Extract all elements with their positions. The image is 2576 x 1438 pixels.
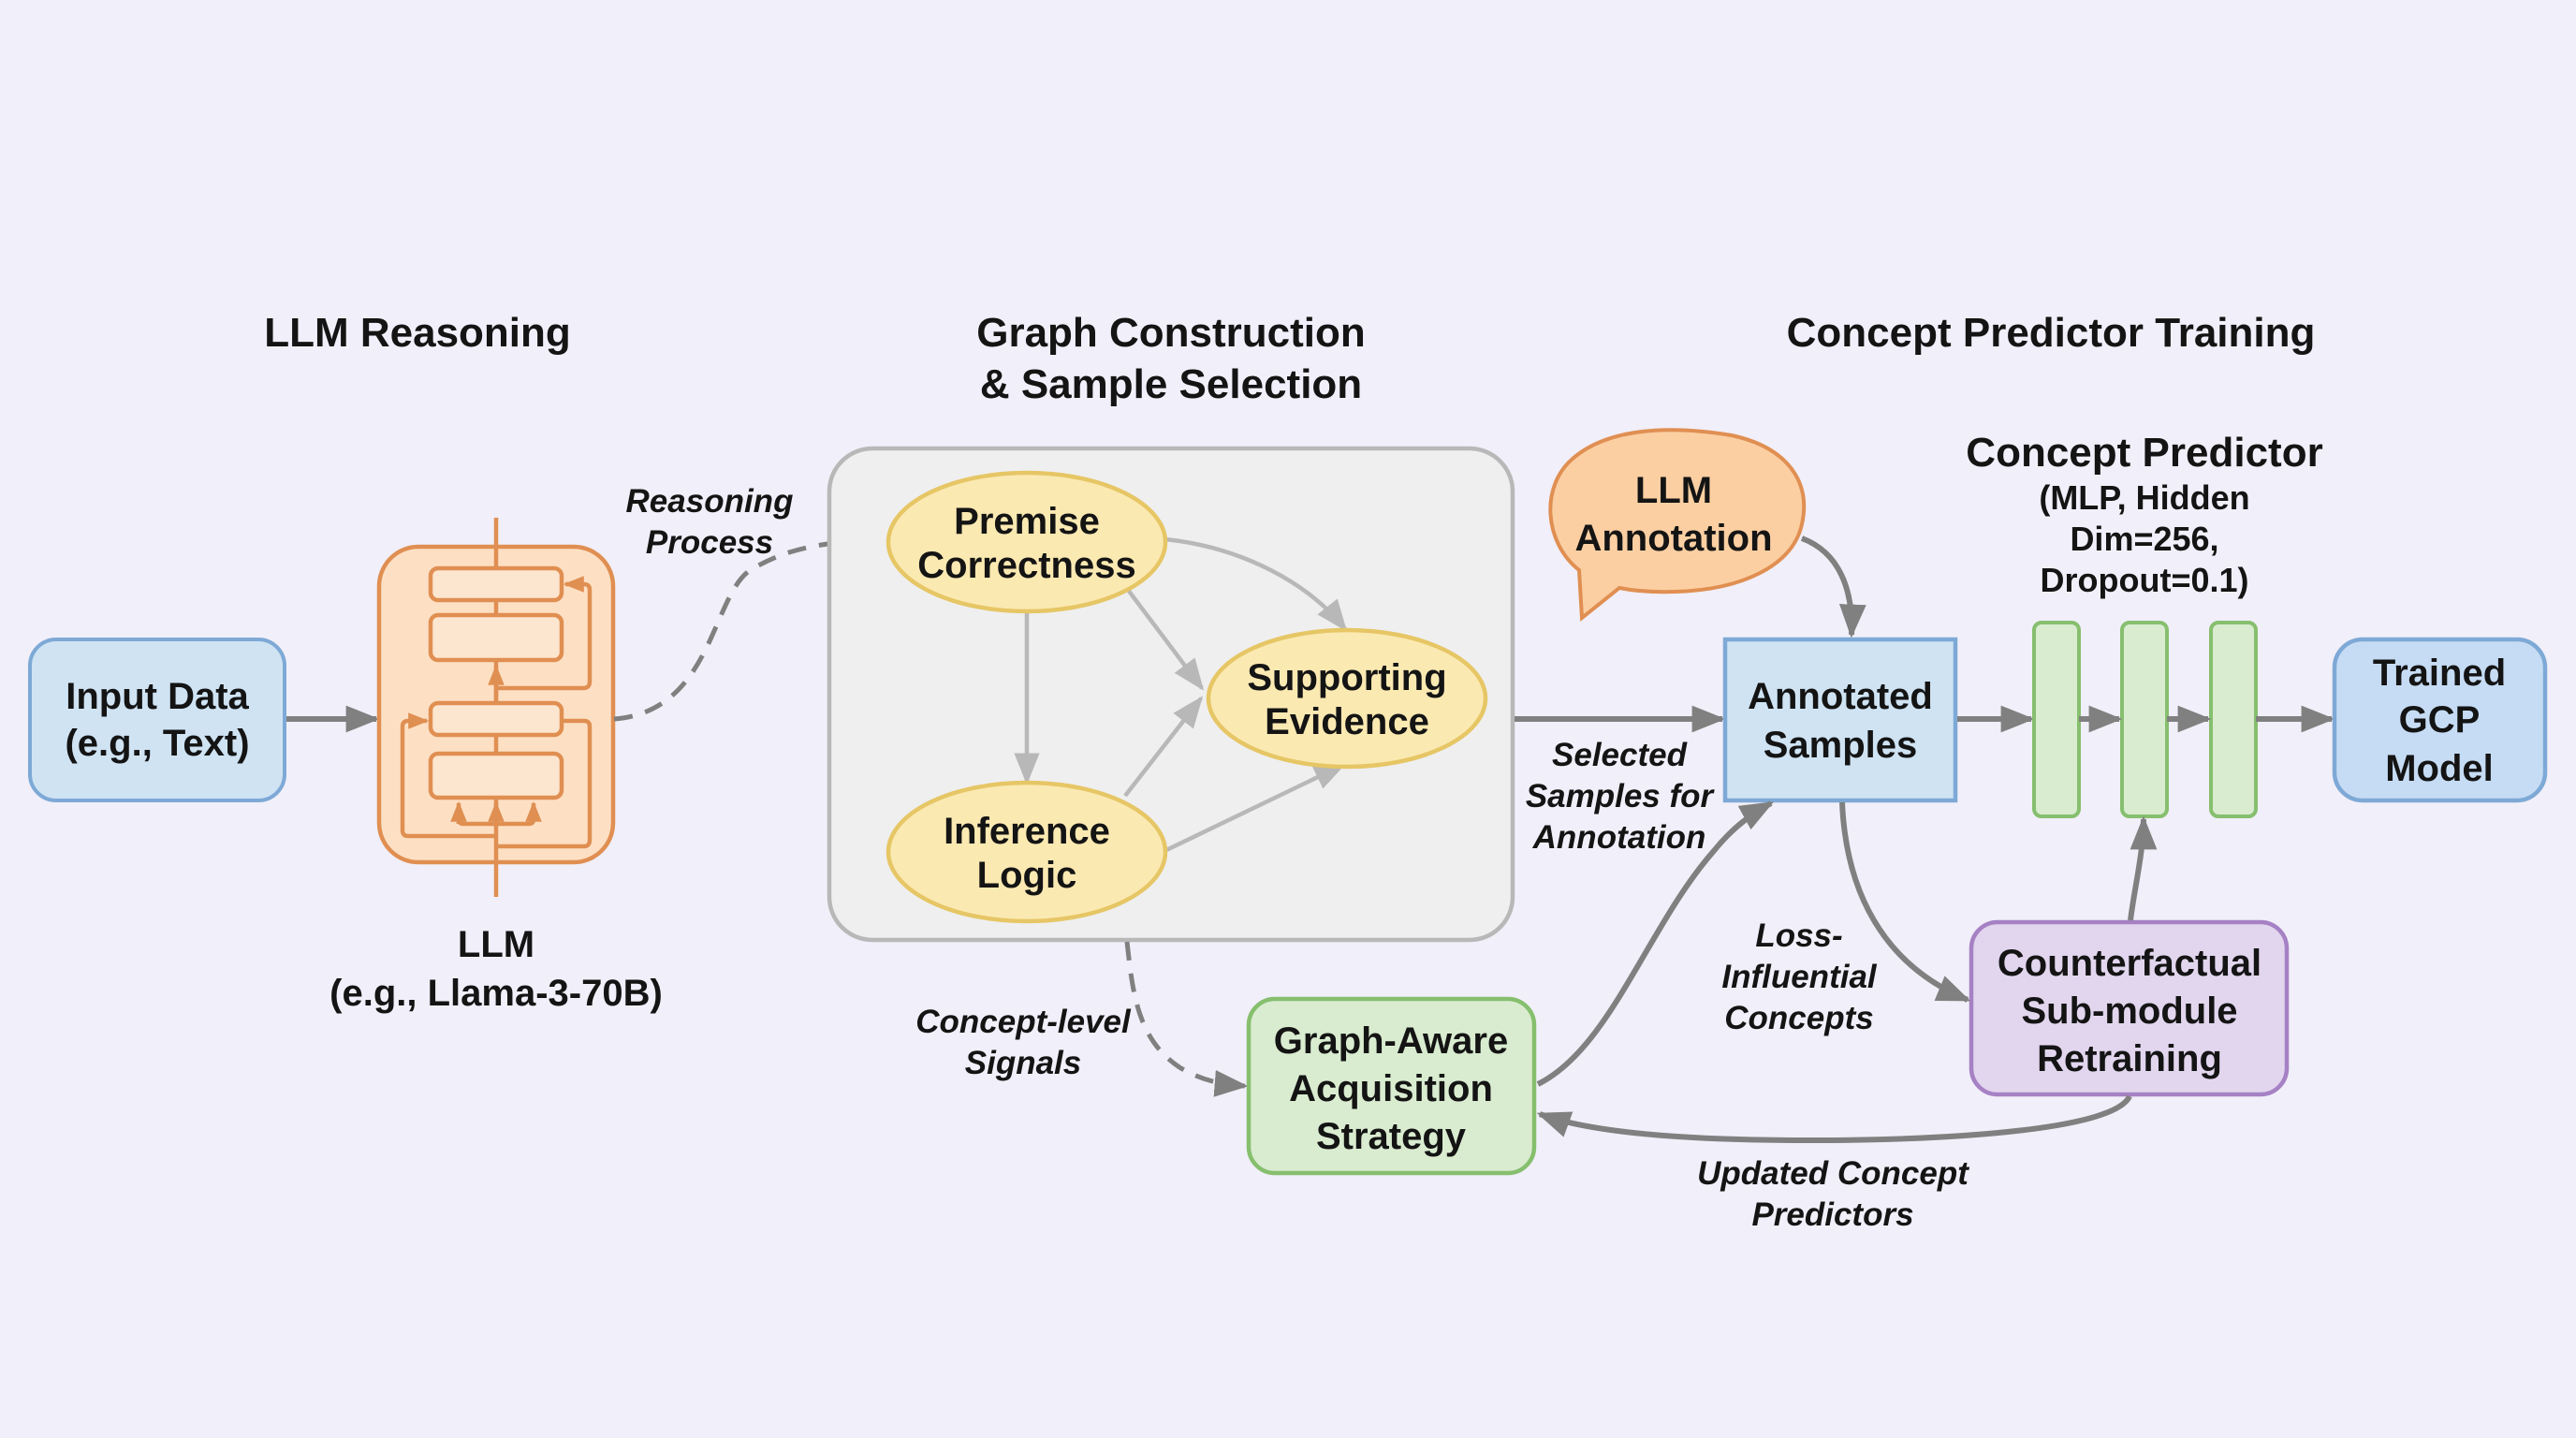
- edge-label-updated-predictors-line1: Updated Concept: [1697, 1155, 1969, 1192]
- graph-aware-label-line1: Graph-Aware: [1274, 1020, 1508, 1062]
- concept-predictor-title: Concept Predictor: [1966, 430, 2322, 476]
- edge-label-selected-samples-line2: Samples for: [1526, 778, 1716, 814]
- edge-premise-to-supporting-direct: [1126, 588, 1205, 691]
- section-title-graph-construction-line1: Graph Construction: [976, 310, 1366, 356]
- edge-label-reasoning-process-line2: Process: [646, 524, 773, 561]
- arrow-loss-influential-concepts: [1839, 801, 1971, 1003]
- llm-transformer-icon[interactable]: [376, 518, 616, 897]
- concept-predictor-detail-line2: Dim=256,: [2070, 520, 2218, 558]
- arrow-reasoning-process: [613, 529, 865, 722]
- arrow-counterfactual-to-mlp: [2128, 815, 2158, 921]
- edge-label-loss-influential-line1: Loss-: [1755, 917, 1842, 954]
- edge-label-concept-signals-line2: Signals: [965, 1045, 1081, 1081]
- inference-label-line2: Logic: [977, 855, 1077, 896]
- trained-gcp-label-line3: Model: [2385, 748, 2494, 789]
- mlp-layer-1[interactable]: [2032, 621, 2081, 818]
- premise-label-line2: Correctness: [917, 545, 1135, 586]
- counterfactual-label-line3: Retraining: [2037, 1038, 2222, 1079]
- edge-inference-to-supporting: [1123, 696, 1204, 798]
- concept-predictor-detail-line3: Dropout=0.1): [2040, 561, 2248, 599]
- graph-aware-label-line2: Acquisition: [1289, 1068, 1493, 1109]
- premise-correctness-node[interactable]: Premise Correctness: [886, 470, 1168, 614]
- llm-label-line1: LLM: [458, 924, 534, 965]
- annotated-samples-label-line2: Samples: [1764, 725, 1918, 766]
- edge-label-selected-samples-line1: Selected: [1552, 737, 1688, 773]
- input-data-node[interactable]: Input Data (e.g., Text): [28, 638, 286, 802]
- arrow-annotation-to-samples: [1800, 536, 1866, 638]
- input-data-label-line2: (e.g., Text): [65, 723, 249, 764]
- edge-premise-to-supporting-arc: [1164, 536, 1348, 632]
- section-title-concept-predictor-training: Concept Predictor Training: [1787, 310, 2316, 356]
- section-title-graph-construction-line2: & Sample Selection: [980, 361, 1362, 407]
- concept-graph-edges: [1014, 536, 1348, 853]
- concept-predictor-detail-line1: (MLP, Hidden: [2039, 478, 2249, 517]
- counterfactual-label-line2: Sub-module: [2021, 990, 2237, 1032]
- annotated-samples-node[interactable]: Annotated Samples: [1722, 637, 1958, 803]
- edge-label-concept-signals-line1: Concept-level: [915, 1004, 1132, 1040]
- edge-inference-to-supporting-lower: [1165, 762, 1347, 853]
- inference-label-line1: Inference: [944, 811, 1110, 852]
- mlp-layers: [2032, 621, 2258, 818]
- edge-label-selected-samples-line3: Annotation: [1532, 819, 1706, 856]
- llm-label-line2: (e.g., Llama-3-70B): [329, 973, 663, 1014]
- graph-aware-label-line3: Strategy: [1316, 1116, 1467, 1157]
- section-title-llm-reasoning: LLM Reasoning: [264, 310, 571, 356]
- annotated-samples-label-line1: Annotated: [1748, 676, 1933, 717]
- mlp-layer-2[interactable]: [2120, 621, 2169, 818]
- graph-aware-acquisition-node[interactable]: Graph-Aware Acquisition Strategy: [1246, 996, 1537, 1176]
- arrow-graph-aware-to-samples: [1536, 800, 1775, 1087]
- counterfactual-retraining-node[interactable]: Counterfactual Sub-module Retraining: [1969, 919, 2290, 1097]
- premise-label-line1: Premise: [954, 501, 1100, 542]
- arrow-updated-predictors: [1536, 1094, 2132, 1144]
- llm-annotation-label-line1: LLM: [1635, 470, 1712, 511]
- edge-label-updated-predictors-line2: Predictors: [1751, 1196, 1913, 1233]
- supporting-label-line1: Supporting: [1247, 657, 1446, 698]
- mlp-layer-3[interactable]: [2209, 621, 2258, 818]
- arrow-concept-signals: [1124, 941, 1249, 1097]
- llm-annotation-bubble[interactable]: LLM Annotation: [1548, 428, 1807, 622]
- trained-gcp-model-node[interactable]: Trained GCP Model: [2332, 637, 2548, 803]
- trained-gcp-label-line2: GCP: [2399, 699, 2481, 741]
- input-data-label-line1: Input Data: [66, 676, 249, 717]
- edge-label-reasoning-process-line1: Reasoning: [626, 483, 794, 520]
- supporting-label-line2: Evidence: [1265, 701, 1429, 742]
- edge-label-loss-influential-line2: Influential: [1721, 959, 1878, 995]
- trained-gcp-label-line1: Trained: [2373, 653, 2506, 694]
- inference-logic-node[interactable]: Inference Logic: [886, 780, 1168, 924]
- counterfactual-label-line1: Counterfactual: [1998, 943, 2261, 984]
- supporting-evidence-node[interactable]: Supporting Evidence: [1206, 627, 1488, 770]
- edge-label-loss-influential-line3: Concepts: [1724, 1000, 1873, 1036]
- llm-annotation-label-line2: Annotation: [1574, 518, 1772, 559]
